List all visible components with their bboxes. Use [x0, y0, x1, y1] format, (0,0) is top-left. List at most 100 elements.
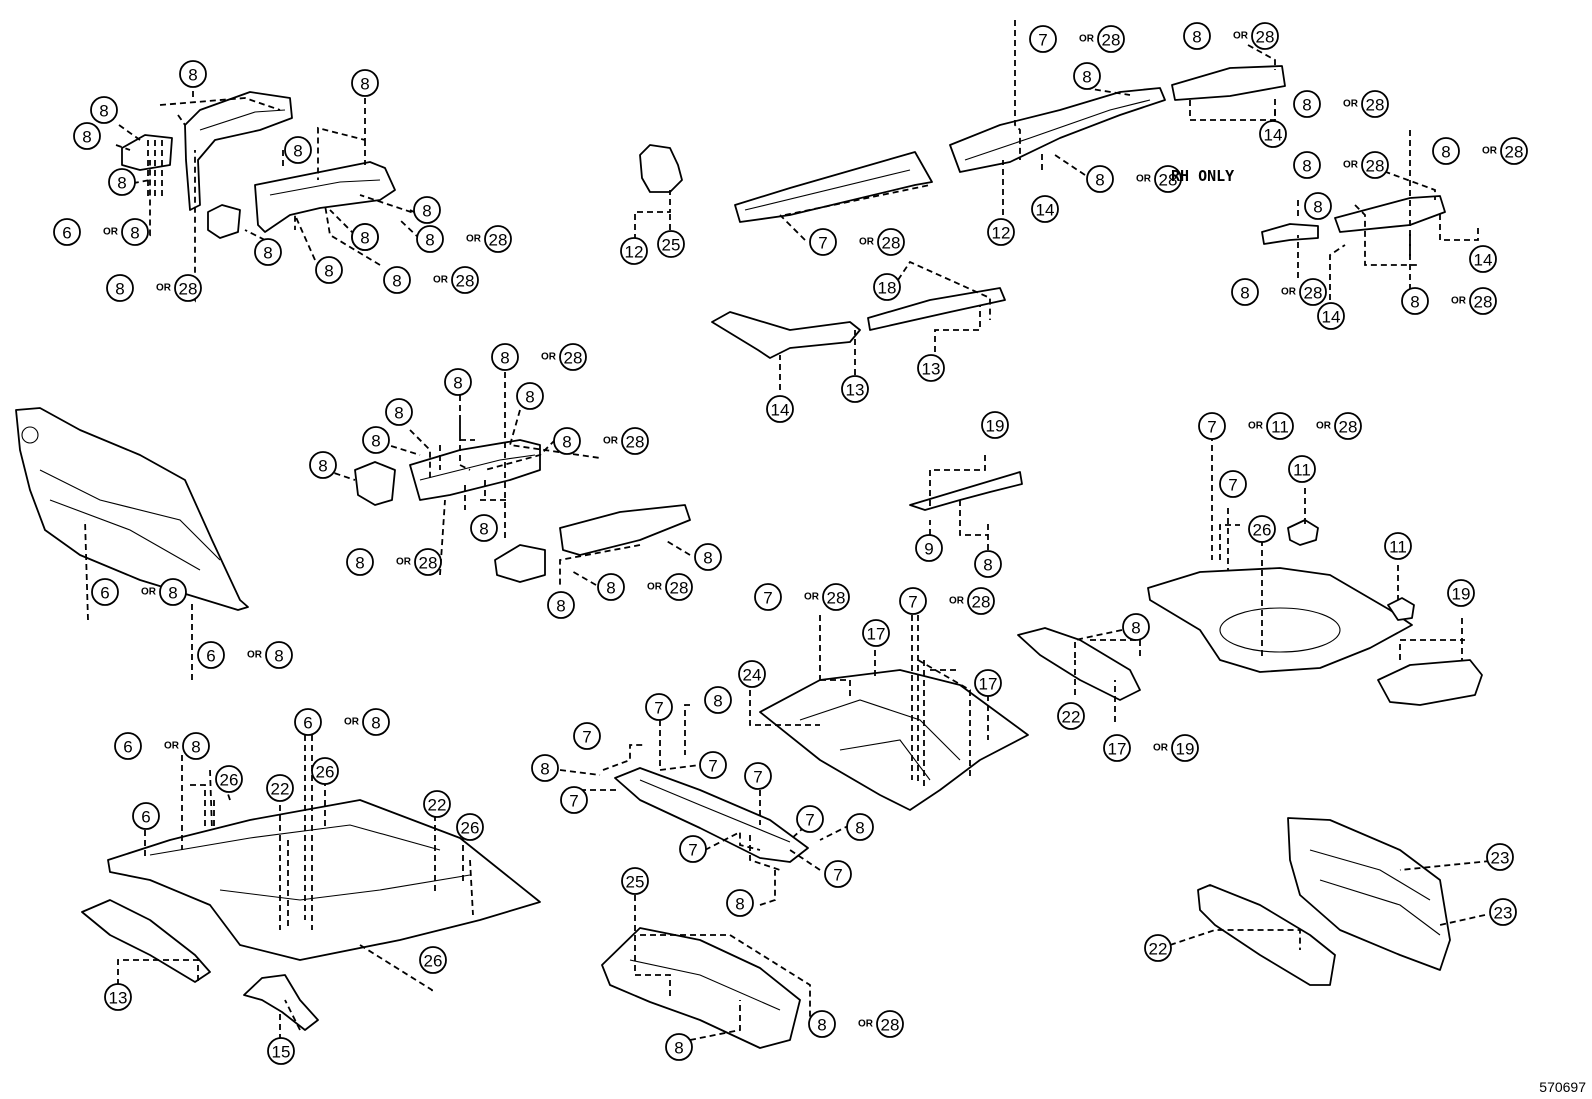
callout-number: 8	[371, 432, 380, 451]
callout-number: 7	[654, 699, 663, 718]
callout-circle	[1259, 120, 1287, 148]
callout-7: 7	[744, 762, 772, 790]
part-rear-extension	[1171, 65, 1286, 101]
part-floor-side-sill-13	[81, 899, 211, 983]
or-separator: OR	[804, 592, 820, 603]
callout-circle	[547, 591, 575, 619]
callout-circle	[215, 765, 243, 793]
or-separator: OR	[1233, 31, 1249, 42]
callout-number: 8	[735, 895, 744, 914]
callout-circle	[657, 230, 685, 258]
callout-8: 8	[1073, 62, 1101, 90]
callout-circle	[1361, 151, 1389, 179]
callout-number: 8	[188, 66, 197, 85]
callout-number: 6	[123, 738, 132, 757]
callout-circle	[159, 578, 187, 606]
callout-number: 8	[355, 554, 364, 573]
callout-13: 13	[841, 375, 869, 403]
callout-7: 7	[824, 860, 852, 888]
or-separator: OR	[1153, 743, 1169, 754]
callout-number: 12	[992, 224, 1011, 243]
callout-number: 28	[1159, 171, 1178, 190]
callout-number: 7	[569, 792, 578, 811]
callout-8: 8	[362, 426, 390, 454]
callout-number: 8	[371, 714, 380, 733]
callout-8: 8	[284, 136, 312, 164]
callout-circle	[1031, 195, 1059, 223]
callout-number: 8	[130, 224, 139, 243]
callout-circle	[1288, 455, 1316, 483]
callout-number: 8	[1082, 68, 1091, 87]
callout-14: 14	[1469, 245, 1497, 273]
part-mount-bracket	[639, 144, 683, 193]
callout-number: 8	[479, 520, 488, 539]
callout-number: 26	[316, 763, 335, 782]
callout-circle	[822, 583, 850, 611]
callout-number: 28	[456, 272, 475, 291]
callout-circle	[967, 587, 995, 615]
callout-number: 6	[303, 714, 312, 733]
callout-number: 28	[882, 234, 901, 253]
or-separator: OR	[247, 650, 263, 661]
callout-circle	[846, 813, 874, 841]
callout-number: 28	[179, 280, 198, 299]
callout-circle	[744, 762, 772, 790]
callout-number: 8	[1441, 143, 1450, 162]
callout-circle	[516, 382, 544, 410]
callout-number: 7	[805, 811, 814, 830]
callout-circle	[559, 343, 587, 371]
callout-number: 12	[625, 243, 644, 262]
callout-number: 8	[713, 692, 722, 711]
part-main-floor-pan	[107, 799, 541, 961]
callout-26: 26	[215, 765, 243, 793]
callout-number: 26	[1253, 521, 1272, 540]
or-separator: OR	[103, 227, 119, 238]
callout-number: 8	[606, 579, 615, 598]
callout-number: 13	[109, 989, 128, 1008]
callout-7: 7	[796, 805, 824, 833]
part-rear-bracket-small	[1261, 223, 1319, 245]
callout-number: 28	[489, 231, 508, 250]
callout-number: 8	[983, 556, 992, 575]
callout-number: 8	[360, 75, 369, 94]
callout-number: 7	[582, 728, 591, 747]
or-separator: OR	[1482, 146, 1498, 157]
callout-8: 8	[254, 238, 282, 266]
callout-8: 8	[516, 382, 544, 410]
callout-circle	[91, 578, 119, 606]
callout-7: 7	[679, 835, 707, 863]
callout-25: 25	[657, 230, 685, 258]
callout-number: 8	[394, 404, 403, 423]
callout-8: 8	[846, 813, 874, 841]
callout-number: 7	[833, 866, 842, 885]
callout-26: 26	[311, 757, 339, 785]
callout-number: 25	[662, 236, 681, 255]
part-lower-back-22	[1197, 884, 1336, 986]
callout-number: 6	[141, 808, 150, 827]
callout-circle	[1171, 734, 1199, 762]
or-separator: OR	[141, 587, 157, 598]
callout-number: 28	[1304, 284, 1323, 303]
callout-number: 8	[1302, 96, 1311, 115]
callout-circle	[796, 805, 824, 833]
callout-23: 23	[1486, 843, 1514, 871]
or-separator: OR	[466, 234, 482, 245]
callout-circle	[665, 1033, 693, 1061]
part-bracket-small-left	[121, 134, 173, 171]
callout-26: 26	[1248, 515, 1276, 543]
callout-11: 11	[1288, 455, 1316, 483]
callout-number: 28	[1102, 31, 1121, 50]
callout-22: 22	[1144, 934, 1172, 962]
callout-8: 8	[413, 196, 441, 224]
callout-26: 26	[419, 946, 447, 974]
callout-circle	[1231, 278, 1259, 306]
callout-circle	[385, 398, 413, 426]
callout-circle	[179, 60, 207, 88]
callout-7: 7	[1219, 470, 1247, 498]
callout-number: 17	[1108, 740, 1127, 759]
callout-circle	[553, 427, 581, 455]
callout-circle	[1293, 90, 1321, 118]
